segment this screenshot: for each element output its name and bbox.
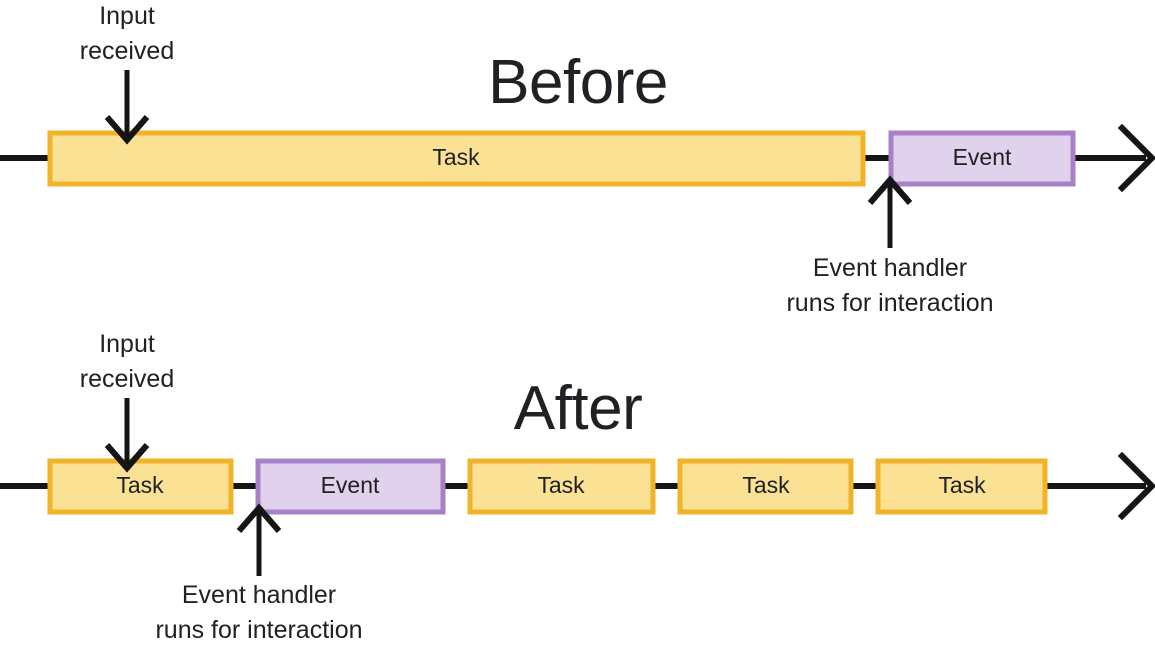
after-title: After <box>514 374 642 443</box>
after-task-block-2: Task <box>467 458 656 515</box>
after-handler-line1: Event handler <box>182 581 336 609</box>
after-event-block: Event <box>255 458 446 515</box>
after-task-box-1 <box>47 458 234 515</box>
after-task-label-3: Task <box>742 472 790 498</box>
after-task-block-3: Task <box>677 458 854 515</box>
before-section: Before Task Event Input receive <box>0 2 1155 317</box>
before-input-received-annotation: Input received <box>80 2 175 145</box>
before-event-block: Event <box>888 130 1076 187</box>
before-input-arrow-down-icon <box>104 115 150 145</box>
before-task-box <box>47 130 866 187</box>
after-input-received-line1: Input <box>99 330 155 358</box>
after-task-block-4: Task <box>875 458 1048 515</box>
before-task-label: Task <box>432 144 480 170</box>
before-event-handler-annotation: Event handler runs for interaction <box>786 175 994 317</box>
after-input-received-line2: received <box>80 365 175 393</box>
before-input-received-line2: received <box>80 37 175 65</box>
before-handler-line2: runs for interaction <box>786 289 993 317</box>
after-input-arrow-down-icon <box>104 443 150 473</box>
before-title: Before <box>488 48 668 117</box>
after-event-label: Event <box>321 472 380 498</box>
before-timeline-arrow-icon <box>1117 123 1155 193</box>
after-event-box <box>255 458 446 515</box>
after-task-label-1: Task <box>116 472 164 498</box>
before-handler-line1: Event handler <box>813 254 967 282</box>
before-event-label: Event <box>953 144 1012 170</box>
after-handler-line2: runs for interaction <box>155 616 362 644</box>
after-task-box-2 <box>467 458 656 515</box>
before-input-received-line1: Input <box>99 2 155 30</box>
after-timeline-arrow-icon <box>1117 451 1155 521</box>
after-task-label-2: Task <box>537 472 585 498</box>
after-task-box-4 <box>875 458 1048 515</box>
after-task-block-1: Task <box>47 458 234 515</box>
after-task-box-3 <box>677 458 854 515</box>
after-task-label-4: Task <box>938 472 986 498</box>
after-event-handler-annotation: Event handler runs for interaction <box>155 503 363 644</box>
before-handler-arrow-up-icon <box>867 175 913 205</box>
before-event-box <box>888 130 1076 187</box>
after-handler-arrow-up-icon <box>236 503 282 533</box>
before-task-block: Task <box>47 130 866 187</box>
after-input-received-annotation: Input received <box>80 330 175 473</box>
after-section: After Task Event Task <box>0 330 1155 644</box>
